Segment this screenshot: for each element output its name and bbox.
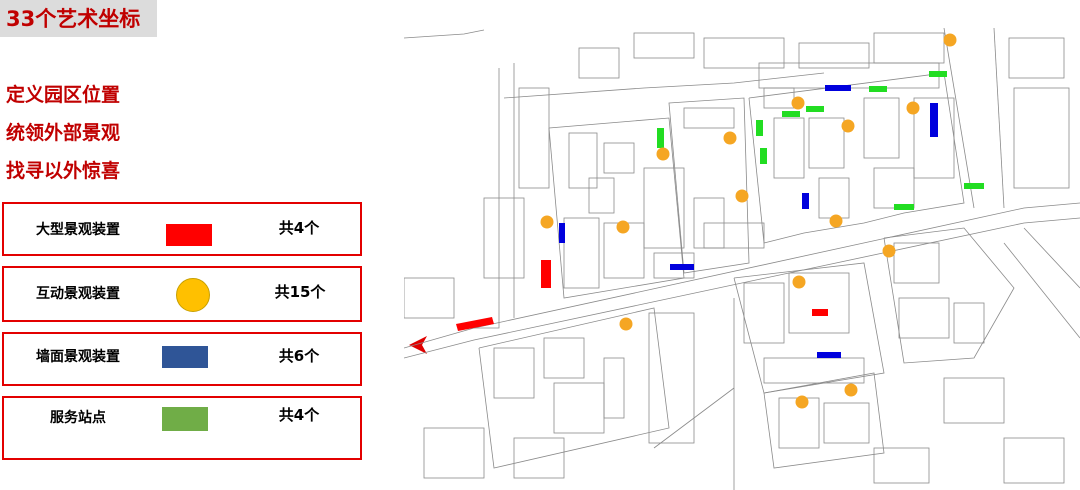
interactive-installation-marker: [735, 189, 749, 203]
interactive-installation-marker: [943, 33, 957, 47]
service-station-marker: [756, 120, 763, 136]
interactive-installation-marker: [906, 101, 920, 115]
wall-installation-marker: [817, 352, 841, 358]
interactive-installation-marker: [656, 147, 670, 161]
green-rect-swatch-icon: [162, 407, 208, 431]
map-linework: [404, 28, 1080, 490]
large-installation-marker: [812, 309, 828, 316]
entrance-arrow-icon: [409, 336, 427, 354]
legend-label: 互动景观装置: [36, 286, 120, 302]
large-installation-marker: [456, 317, 494, 331]
legend-label: 大型景观装置: [36, 222, 120, 238]
yellow-circle-swatch-icon: [176, 278, 210, 312]
interactive-installation-marker: [841, 119, 855, 133]
legend-count: 共4个: [278, 406, 320, 424]
legend-item-wall-installation: 墙面景观装置 共6个: [2, 332, 362, 386]
service-station-marker: [869, 86, 887, 92]
interactive-installation-marker: [723, 131, 737, 145]
service-station-marker: [760, 148, 767, 164]
wall-installation-marker: [802, 193, 809, 209]
legend-label: 服务站点: [50, 410, 106, 426]
service-station-marker: [657, 128, 664, 148]
wall-installation-marker: [930, 103, 938, 137]
site-plan-map: [404, 28, 1080, 490]
blue-rect-swatch-icon: [162, 346, 208, 368]
interactive-installation-marker: [882, 244, 896, 258]
slogan-3: 找寻以外惊喜: [6, 160, 121, 182]
wall-installation-marker: [825, 85, 851, 91]
interactive-installations: [540, 33, 957, 409]
service-station-marker: [806, 106, 824, 112]
service-station-marker: [894, 204, 914, 210]
interactive-installation-marker: [844, 383, 858, 397]
page-title: 33个艺术坐标: [6, 7, 141, 31]
legend-count: 共6个: [278, 347, 320, 365]
interactive-installation-marker: [795, 395, 809, 409]
legend-item-large-installation: 大型景观装置 共4个: [2, 202, 362, 256]
service-stations: [657, 71, 984, 210]
legend-item-interactive-installation: 互动景观装置 共15个: [2, 266, 362, 322]
legend-count: 共4个: [278, 219, 320, 237]
legend-count: 共15个: [274, 283, 326, 301]
legend-item-service-station: 服务站点 共4个: [2, 396, 362, 460]
red-rect-swatch-icon: [166, 224, 212, 246]
wall-installation-marker: [670, 264, 694, 270]
large-installations: [456, 260, 828, 331]
wall-installations: [559, 85, 938, 358]
title-banner: 33个艺术坐标: [0, 0, 157, 37]
interactive-installation-marker: [616, 220, 630, 234]
large-installation-marker: [541, 260, 551, 288]
interactive-installation-marker: [540, 215, 554, 229]
service-station-marker: [964, 183, 984, 189]
service-station-marker: [782, 111, 800, 117]
interactive-installation-marker: [619, 317, 633, 331]
legend-label: 墙面景观装置: [36, 349, 120, 365]
slogan-2: 统领外部景观: [6, 122, 121, 144]
service-station-marker: [929, 71, 947, 77]
interactive-installation-marker: [791, 96, 805, 110]
wall-installation-marker: [559, 223, 565, 243]
interactive-installation-marker: [792, 275, 806, 289]
interactive-installation-marker: [829, 214, 843, 228]
slogan-1: 定义园区位置: [6, 84, 121, 106]
